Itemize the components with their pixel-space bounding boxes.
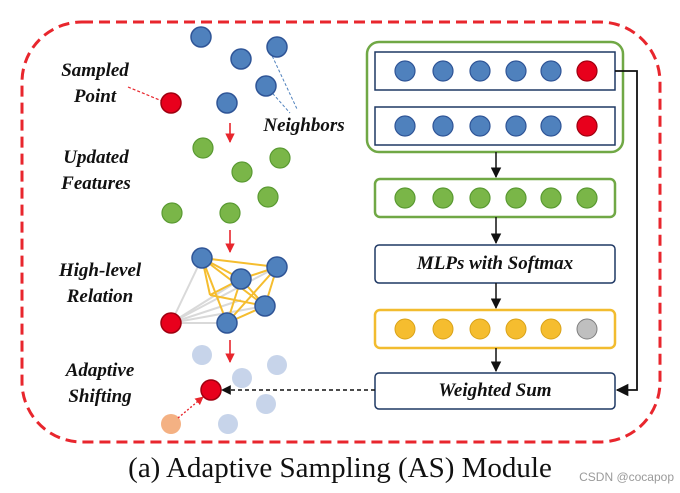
figure-caption: (a) Adaptive Sampling (AS) Module <box>128 452 552 484</box>
module-outer-border <box>20 20 662 444</box>
sampled-point <box>160 92 182 114</box>
weighted-sum-label: Weighted Sum <box>438 380 552 401</box>
faded-neighbor-point <box>218 414 238 434</box>
relation-neighbor-point <box>230 268 252 290</box>
neighbors-connector-line <box>267 46 298 110</box>
updated-feature-point <box>257 186 279 208</box>
sampled-point-label: Sampled Point <box>42 58 148 110</box>
updated-feature-point <box>219 202 241 224</box>
updated-features-label: Updated Features <box>40 145 152 197</box>
faded-neighbor-point <box>256 394 276 414</box>
updated-feature-point <box>161 202 183 224</box>
original-sampled-point <box>161 414 181 434</box>
relation-sampled-point <box>160 312 182 334</box>
updated-feature-cells <box>394 187 598 209</box>
sampled-point-label-line1: Sampled <box>61 60 129 81</box>
neighbors-label: Neighbors <box>252 113 356 139</box>
adaptive-shifting-label-line2: Shifting <box>68 386 132 407</box>
neighbor-point <box>216 92 238 114</box>
updated-feature-point <box>192 137 214 159</box>
shifted-sampled-point <box>200 379 222 401</box>
updated-feature-point <box>231 161 253 183</box>
high-level-relation-label: High-level Relation <box>40 258 160 310</box>
updated-feature-point <box>269 147 291 169</box>
neighbors-label-text: Neighbors <box>263 115 345 136</box>
faded-neighbor-point <box>192 345 212 365</box>
mlps-softmax-label: MLPs with Softmax <box>416 253 574 274</box>
mlps-softmax-box <box>374 244 616 284</box>
shift-arrow <box>177 396 204 419</box>
neighbor-point <box>266 36 288 58</box>
high-level-relation-label-line1: High-level <box>58 260 142 281</box>
updated-features-label-line2: Features <box>61 173 131 194</box>
faded-neighbor-point <box>232 368 252 388</box>
attention-weight-cells <box>394 318 598 340</box>
adaptive-shifting-label: Adaptive Shifting <box>40 358 160 410</box>
weighted-sum-box <box>374 372 616 410</box>
faded-neighbor-point <box>267 355 287 375</box>
relation-neighbor-point <box>216 312 238 334</box>
sampled-point-label-line2: Point <box>73 86 117 107</box>
relation-neighbor-point <box>266 256 288 278</box>
relation-neighbor-point <box>254 295 276 317</box>
neighbor-point <box>190 26 212 48</box>
watermark: CSDN @cocapop <box>579 470 674 484</box>
neighbor-feature-cells <box>394 60 598 82</box>
skip-connection-arrow <box>615 70 638 397</box>
adaptive-shifting-label-line1: Adaptive <box>65 360 135 381</box>
neighbor-point <box>230 48 252 70</box>
high-level-relation-label-line2: Relation <box>66 286 134 307</box>
input-features-group <box>365 40 625 154</box>
relation-neighbor-point <box>191 247 213 269</box>
neighbor-feature-cells <box>394 115 598 137</box>
sampled-point-connector-line <box>127 86 163 102</box>
updated-features-label-line1: Updated <box>63 147 129 168</box>
neighbor-point <box>255 75 277 97</box>
